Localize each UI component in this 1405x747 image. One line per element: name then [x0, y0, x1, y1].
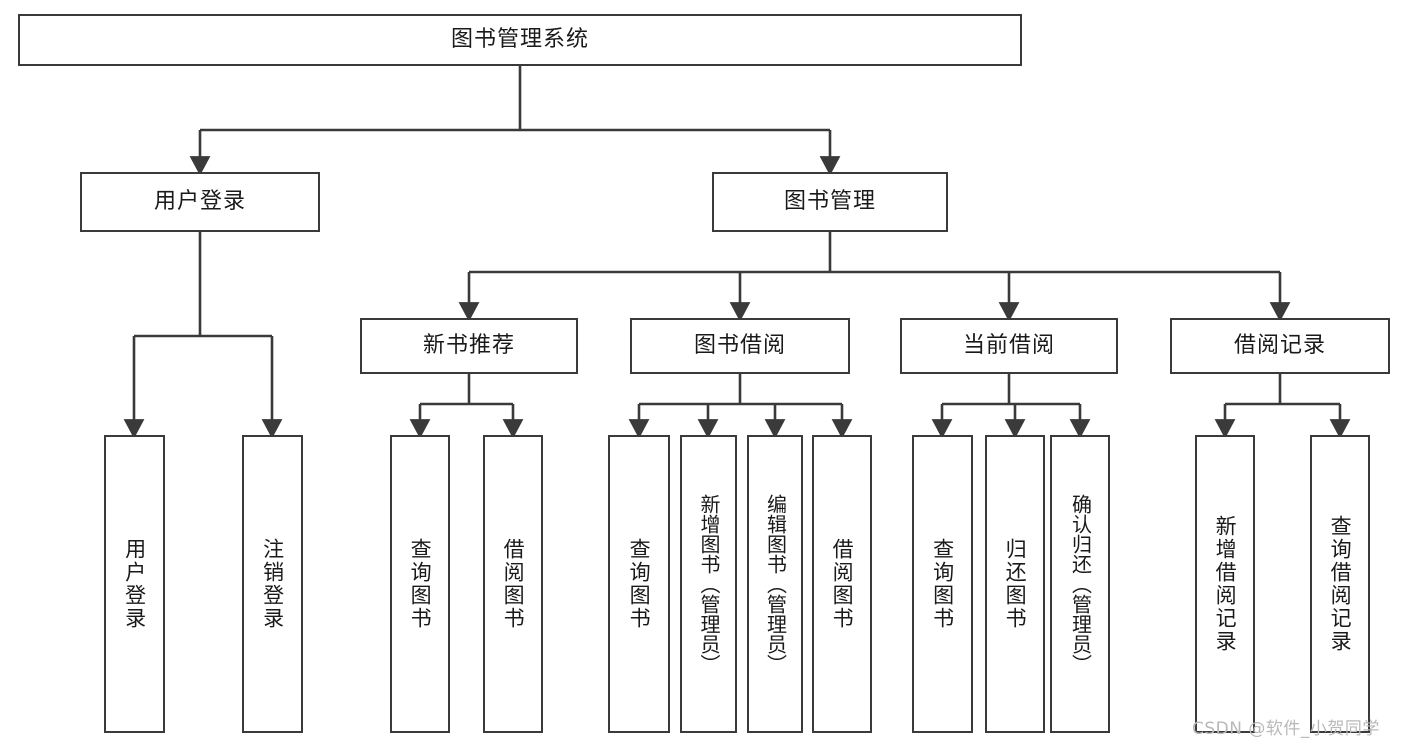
- node-query-book-2[interactable]: 查询图书: [608, 435, 670, 733]
- node-query-book-1[interactable]: 查询图书: [390, 435, 450, 733]
- node-confirm-return-admin[interactable]: 确认归还（管理员）: [1050, 435, 1110, 733]
- node-query-book-2-label: 查询图书: [627, 538, 652, 630]
- node-user-logout-label: 注销登录: [260, 538, 285, 630]
- node-root-label: 图书管理系统: [450, 26, 589, 52]
- node-borrow-book-1-label: 借阅图书: [501, 538, 526, 630]
- csdn-watermark: CSDN @软件_小贺同学: [1192, 719, 1380, 739]
- node-add-borrow-record[interactable]: 新增借阅记录: [1195, 435, 1255, 733]
- node-user-login-label: 用户登录: [153, 188, 246, 214]
- node-book-manage-label: 图书管理: [783, 188, 876, 214]
- node-book-manage[interactable]: 图书管理: [712, 172, 948, 232]
- node-query-book-1-label: 查询图书: [408, 538, 433, 630]
- node-add-book-admin-label: 新增图书（管理员）: [697, 494, 721, 674]
- node-return-book[interactable]: 归还图书: [985, 435, 1045, 733]
- node-new-book-recommend[interactable]: 新书推荐: [360, 318, 578, 374]
- node-user-login-do-label: 用户登录: [122, 538, 147, 630]
- node-current-borrow-label: 当前借阅: [962, 332, 1055, 358]
- node-query-borrow-record[interactable]: 查询借阅记录: [1310, 435, 1370, 733]
- node-user-login-do[interactable]: 用户登录: [104, 435, 165, 733]
- node-current-borrow[interactable]: 当前借阅: [900, 318, 1118, 374]
- node-user-logout[interactable]: 注销登录: [242, 435, 303, 733]
- node-borrow-book-2[interactable]: 借阅图书: [812, 435, 872, 733]
- node-add-borrow-record-label: 新增借阅记录: [1213, 515, 1238, 653]
- node-query-borrow-record-label: 查询借阅记录: [1328, 515, 1353, 653]
- node-confirm-return-admin-label: 确认归还（管理员）: [1068, 494, 1093, 674]
- node-borrow-record-label: 借阅记录: [1233, 332, 1326, 358]
- node-borrow-book-1[interactable]: 借阅图书: [483, 435, 543, 733]
- node-borrow-book-2-label: 借阅图书: [830, 538, 855, 630]
- node-root[interactable]: 图书管理系统: [18, 14, 1022, 66]
- node-edit-book-admin[interactable]: 编辑图书（管理员）: [747, 435, 803, 733]
- node-return-book-label: 归还图书: [1003, 538, 1028, 630]
- node-book-borrow-label: 图书借阅: [693, 332, 786, 358]
- node-user-login[interactable]: 用户登录: [80, 172, 320, 232]
- node-edit-book-admin-label: 编辑图书（管理员）: [763, 494, 788, 674]
- node-query-book-3[interactable]: 查询图书: [912, 435, 973, 733]
- node-query-book-3-label: 查询图书: [930, 538, 955, 630]
- node-borrow-record[interactable]: 借阅记录: [1170, 318, 1390, 374]
- node-book-borrow[interactable]: 图书借阅: [630, 318, 850, 374]
- node-add-book-admin[interactable]: 新增图书（管理员）: [680, 435, 737, 733]
- node-new-book-recommend-label: 新书推荐: [422, 332, 515, 358]
